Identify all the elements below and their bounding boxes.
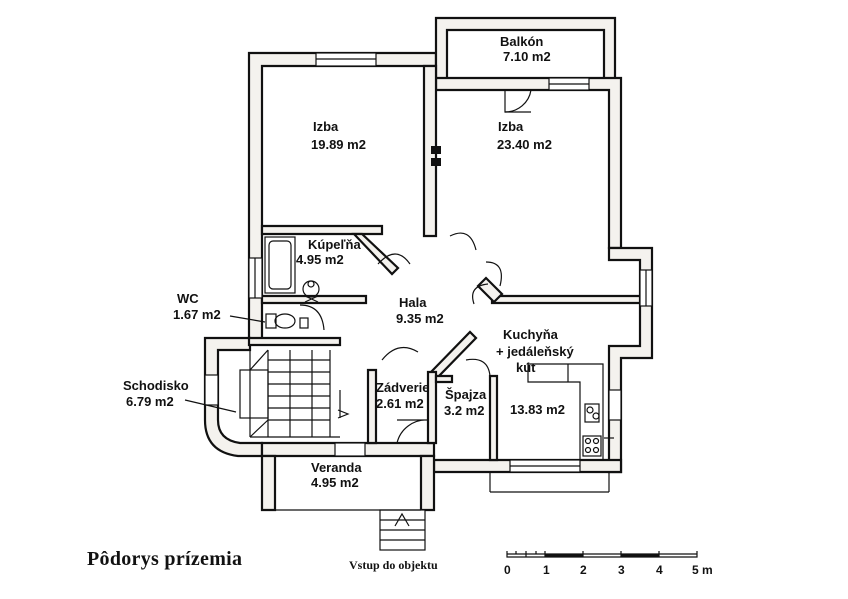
scale-label-4: 4 (656, 563, 663, 577)
scale-label-2: 2 (580, 563, 587, 577)
spajza-name: Špajza (445, 387, 487, 402)
veranda-area: 4.95 m2 (311, 475, 359, 490)
hala-name: Hala (399, 295, 427, 310)
schodisko-area: 6.79 m2 (126, 394, 174, 409)
zadverie-area: 2.61 m2 (376, 396, 424, 411)
kuchyna-name-line3: kút (516, 360, 536, 375)
scale-label-1: 1 (543, 563, 550, 577)
scale-label-0: 0 (504, 563, 511, 577)
scale-bar: 0 1 2 3 4 5 m (504, 551, 713, 577)
kuchyna-name-line1: Kuchyňa (503, 327, 559, 342)
izba2-area: 23.40 m2 (497, 137, 552, 152)
doors (299, 89, 532, 444)
entry-label: Vstup do objektu (349, 558, 438, 572)
hala-area: 9.35 m2 (396, 311, 444, 326)
leader-lines (184, 315, 266, 413)
kuchyna-area: 13.83 m2 (510, 402, 565, 417)
zadverie-name: Zádverie (376, 380, 429, 395)
entry-steps (275, 509, 426, 551)
spajza-area: 3.2 m2 (444, 403, 484, 418)
balkon-area: 7.10 m2 (503, 49, 551, 64)
kuchyna-name-line2: + jedáleňský (496, 344, 574, 359)
staircase (239, 349, 340, 438)
wc-fixtures (265, 313, 309, 329)
wc-area: 1.67 m2 (173, 307, 221, 322)
chimney (431, 146, 441, 166)
plan-title: Pôdorys prízemia (87, 548, 243, 570)
veranda-name: Veranda (311, 460, 362, 475)
scale-label-3: 3 (618, 563, 625, 577)
schodisko-name: Schodisko (123, 378, 189, 393)
izba2-name: Izba (498, 119, 524, 134)
kitchen-fixtures (527, 363, 614, 461)
room-labels: Balkón 7.10 m2 Izba 19.89 m2 Izba 23.40 … (123, 34, 574, 490)
windows (204, 52, 653, 493)
kupelna-name: Kúpeľňa (308, 237, 361, 252)
scale-label-5: 5 m (692, 563, 713, 577)
bathroom-fixtures (264, 236, 320, 303)
balkon-name: Balkón (500, 34, 543, 49)
kupelna-area: 4.95 m2 (296, 252, 344, 267)
wc-name: WC (177, 291, 199, 306)
izba1-area: 19.89 m2 (311, 137, 366, 152)
izba1-name: Izba (313, 119, 339, 134)
